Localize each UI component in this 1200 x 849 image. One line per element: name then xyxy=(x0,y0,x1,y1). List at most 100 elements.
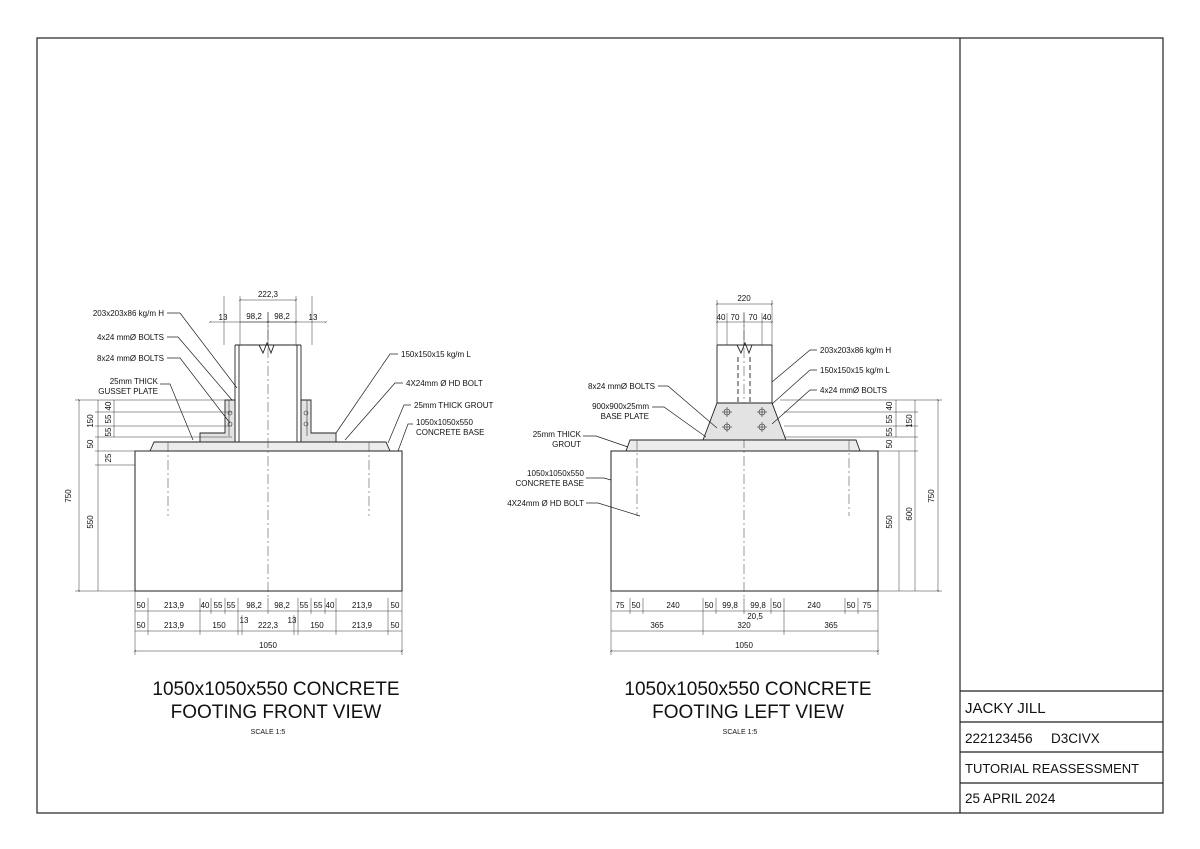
front-label-bolts-4x24: 4x24 mmØ BOLTS xyxy=(97,333,164,342)
front-view: 222,3 13 98,2 98,2 13 40 55 55 150 50 25… xyxy=(64,290,494,736)
left-label-base: 1050x1050x550 xyxy=(527,469,584,478)
front-top-dim: 13 xyxy=(309,313,318,322)
front-bottom-dim: 50 xyxy=(137,601,146,610)
left-view-title: FOOTING LEFT VIEW xyxy=(652,702,844,723)
left-grout-layer xyxy=(625,439,861,452)
front-left-dim: 750 xyxy=(64,489,73,503)
front-grout-layer xyxy=(149,441,391,452)
left-label-bolts-8x24: 8x24 mmØ BOLTS xyxy=(588,382,655,391)
left-bottom-dim: 50 xyxy=(632,601,641,610)
front-bottom-dim: 150 xyxy=(310,621,324,630)
front-bottom-dim: 213,9 xyxy=(164,601,185,610)
front-label-gusset: 25mm THICK xyxy=(110,377,159,386)
left-bottom-dim: 365 xyxy=(824,621,838,630)
front-left-dim: 25 xyxy=(104,453,113,462)
front-left-dim: 40 xyxy=(104,401,113,410)
left-top-dim-overall: 220 xyxy=(737,294,751,303)
left-bottom-dim: 365 xyxy=(650,621,664,630)
left-bottom-dim-overall: 1050 xyxy=(735,641,753,650)
left-right-dim: 55 xyxy=(885,414,894,423)
front-bottom-dim: 40 xyxy=(201,601,210,610)
front-bottom-dim-overall: 1050 xyxy=(259,641,277,650)
left-label-grout: GROUT xyxy=(552,440,581,449)
left-concrete-base xyxy=(610,450,879,592)
front-view-title: FOOTING FRONT VIEW xyxy=(171,702,382,723)
left-top-dim: 70 xyxy=(731,313,740,322)
front-bottom-dim: 55 xyxy=(214,601,223,610)
front-label-gusset: GUSSET PLATE xyxy=(98,387,158,396)
left-view: 220 40 70 70 40 40 55 55 150 50 550 600 … xyxy=(507,294,942,736)
left-top-dim: 40 xyxy=(717,313,726,322)
front-top-dim: 98,2 xyxy=(274,312,290,321)
course-code: D3CIVX xyxy=(1051,731,1100,746)
front-label-h-section: 203x203x86 kg/m H xyxy=(93,309,164,318)
front-view-title: 1050x1050x550 CONCRETE xyxy=(152,679,399,700)
front-bottom-dim: 98,2 xyxy=(274,601,290,610)
front-label-base: 1050x1050x550 xyxy=(416,418,473,427)
left-right-dim: 150 xyxy=(905,414,914,428)
front-bottom-dim: 40 xyxy=(326,601,335,610)
front-bottom-dim: 50 xyxy=(391,621,400,630)
left-label-h-section: 203x203x86 kg/m H xyxy=(820,346,891,355)
drawing-border xyxy=(36,37,1164,814)
front-left-dim: 55 xyxy=(104,414,113,423)
front-left-dim: 150 xyxy=(86,414,95,428)
subject-title: TUTORIAL REASSESSMENT xyxy=(965,761,1139,776)
front-bottom-dim: 213,9 xyxy=(352,601,373,610)
left-bottom-dim: 240 xyxy=(807,601,821,610)
front-label-grout: 25mm THICK GROUT xyxy=(414,401,494,410)
front-bottom-dim: 213,9 xyxy=(164,621,185,630)
front-bottom-dim: 150 xyxy=(212,621,226,630)
left-right-dim: 50 xyxy=(885,439,894,448)
front-bottom-dim: 55 xyxy=(314,601,323,610)
front-left-dim: 550 xyxy=(86,515,95,529)
front-bottom-dim: 50 xyxy=(137,621,146,630)
student-number: 222123456 xyxy=(965,731,1033,746)
front-label-bolts-8x24: 8x24 mmØ BOLTS xyxy=(97,354,164,363)
left-label-base-plate: 900x900x25mm xyxy=(592,402,649,411)
left-label-hd-bolt: 4X24mm Ø HD BOLT xyxy=(507,499,584,508)
left-bottom-dim: 320 xyxy=(737,621,751,630)
left-view-scale: SCALE 1:5 xyxy=(723,729,758,736)
left-bottom-dim: 50 xyxy=(705,601,714,610)
front-bottom-dim: 55 xyxy=(300,601,309,610)
left-right-dim: 55 xyxy=(885,427,894,436)
front-label-base: CONCRETE BASE xyxy=(416,428,484,437)
front-bottom-dim: 50 xyxy=(391,601,400,610)
left-base-plate xyxy=(702,402,787,441)
front-angle-right xyxy=(300,399,337,443)
left-view-title: 1050x1050x550 CONCRETE xyxy=(624,679,871,700)
left-label-grout: 25mm THICK xyxy=(533,430,582,439)
left-bottom-dim: 75 xyxy=(863,601,872,610)
front-bottom-dim: 13 xyxy=(240,616,249,625)
left-bottom-dim: 240 xyxy=(666,601,680,610)
front-bottom-dim: 222,3 xyxy=(258,621,279,630)
front-bottom-dim: 213,9 xyxy=(352,621,373,630)
left-right-dim: 550 xyxy=(885,515,894,529)
front-angle-left xyxy=(199,399,236,443)
left-right-dim: 40 xyxy=(885,401,894,410)
left-right-dim: 600 xyxy=(905,507,914,521)
left-label-base-plate: BASE PLATE xyxy=(601,412,649,421)
designer-name: JACKY JILL xyxy=(965,700,1046,717)
front-bottom-dim: 55 xyxy=(227,601,236,610)
drawing-date: 25 APRIL 2024 xyxy=(965,791,1056,806)
left-label-angle: 150x150x15 kg/m L xyxy=(820,366,890,375)
front-view-scale: SCALE 1:5 xyxy=(251,729,286,736)
left-right-dim: 750 xyxy=(927,489,936,503)
left-bottom-dim: 99,8 xyxy=(750,601,766,610)
left-bottom-dim: 75 xyxy=(616,601,625,610)
front-concrete-base xyxy=(134,450,403,592)
left-bottom-dim: 99,8 xyxy=(722,601,738,610)
front-top-dim: 13 xyxy=(219,313,228,322)
front-left-dim: 50 xyxy=(86,439,95,448)
left-top-dim: 40 xyxy=(763,313,772,322)
front-bottom-dim: 98,2 xyxy=(246,601,262,610)
front-left-dim: 55 xyxy=(104,427,113,436)
front-top-dim: 98,2 xyxy=(246,312,262,321)
front-label-hd-bolt: 4X24mm Ø HD BOLT xyxy=(406,379,483,388)
front-label-angle: 150x150x15 kg/m L xyxy=(401,350,471,359)
left-bottom-dim: 50 xyxy=(847,601,856,610)
left-bottom-dim: 20,5 xyxy=(747,612,763,621)
